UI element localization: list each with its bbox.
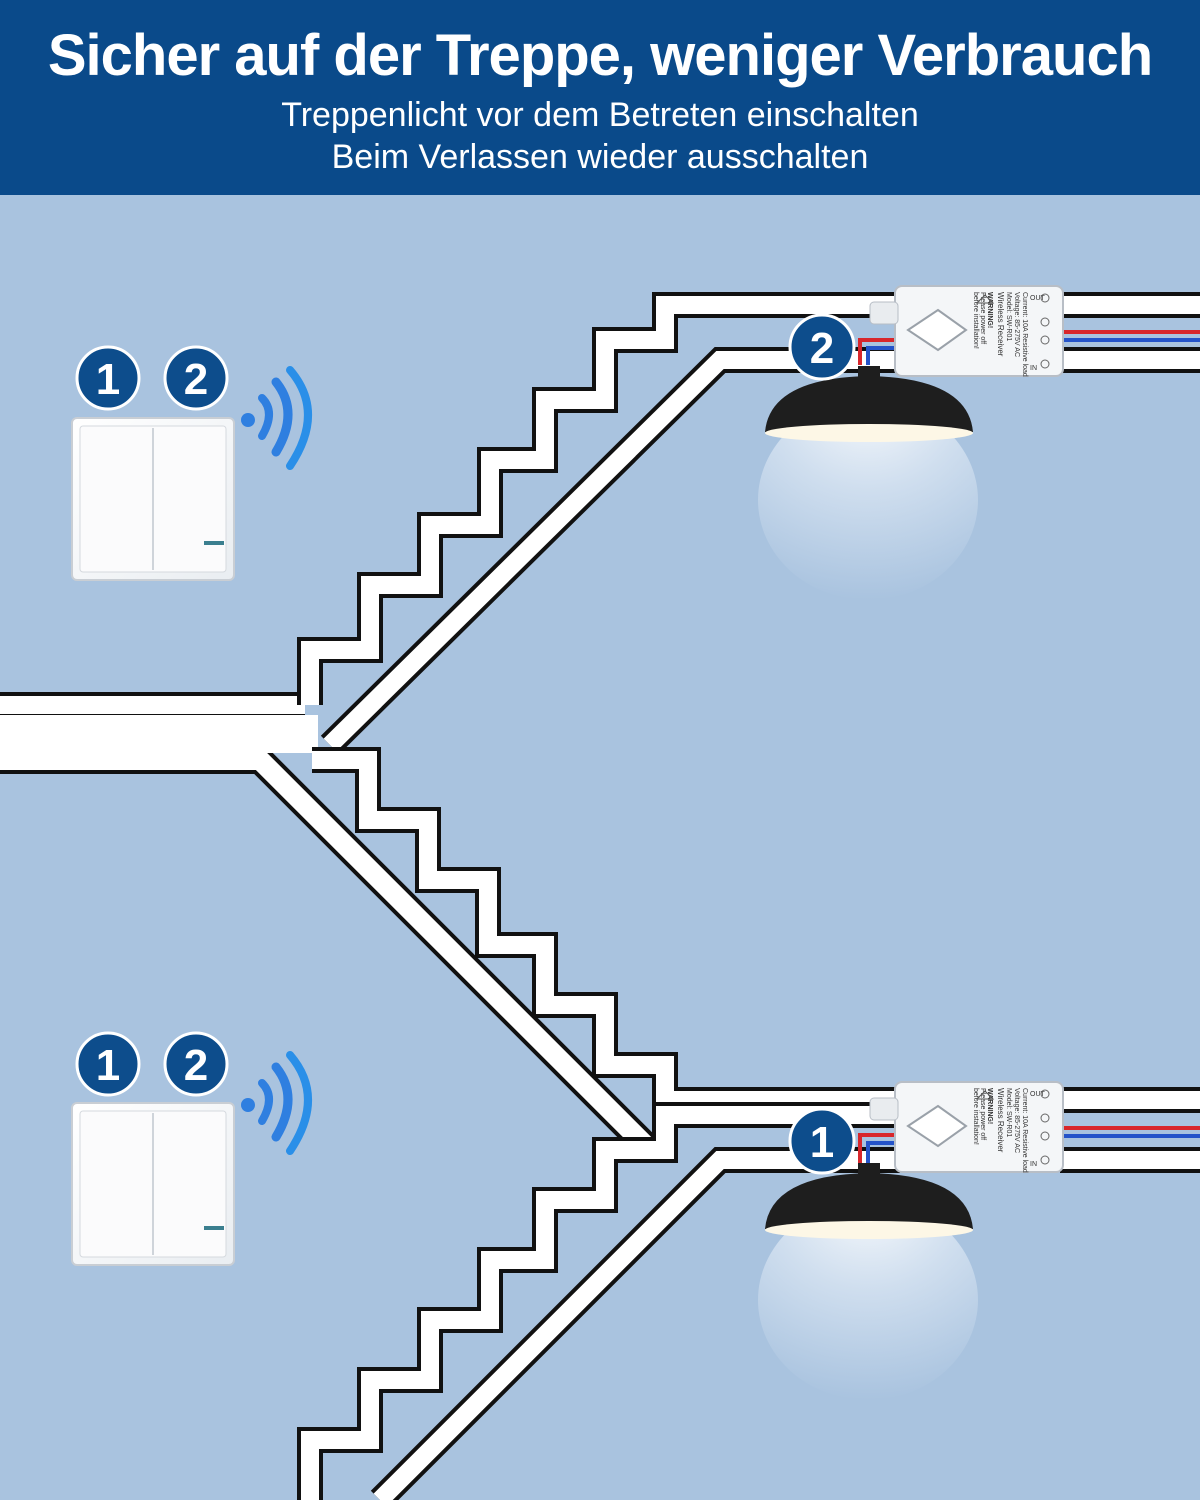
terminal-screw-icon xyxy=(1040,359,1050,369)
terminal-screw-icon xyxy=(1040,1089,1050,1099)
light-glow-upper xyxy=(758,400,978,600)
switch-badge-number: 2 xyxy=(184,1041,208,1090)
terminal-screw-icon xyxy=(1040,1131,1050,1141)
warning-triangle-icon xyxy=(975,294,995,304)
right-slab-upper xyxy=(1060,292,1200,373)
page-title: Sicher auf der Treppe, weniger Verbrauch xyxy=(47,23,1153,88)
subtitle-line-1: Treppenlicht vor dem Betreten einschalte… xyxy=(281,96,919,134)
receiver-warning: WARNING! xyxy=(986,292,993,328)
switch-badges-lower: 1 2 xyxy=(75,1031,229,1097)
pairing-button-icon xyxy=(906,308,968,352)
receiver-warning: WARNING! xyxy=(986,1088,993,1124)
receiver-out-label: OUT xyxy=(1030,1091,1046,1098)
switch-badge-number: 1 xyxy=(96,1041,120,1090)
receiver-warning-note2: before installation! xyxy=(972,1088,979,1145)
warning-triangle-icon xyxy=(975,1090,995,1100)
receiver-current: Current: 10A Resistive load xyxy=(1021,1088,1028,1173)
receiver-warning-note2: before installation! xyxy=(972,292,979,349)
lamp-badge-number: 2 xyxy=(810,324,834,373)
terminal-screw-icon xyxy=(1040,293,1050,303)
subtitle-line-2: Beim Verlassen wieder ausschalten xyxy=(331,138,869,176)
pairing-button-icon xyxy=(906,1104,968,1148)
pendant-lamp-upper xyxy=(765,366,973,442)
receiver-name: Wireless Receiver xyxy=(996,1088,1005,1153)
receiver-current: Current: 10A Resistive load xyxy=(1021,292,1028,377)
lamp-badge-number: 1 xyxy=(810,1118,834,1167)
terminal-screw-icon xyxy=(1040,335,1050,345)
wall-switch-lower xyxy=(71,1102,235,1266)
right-slab-lower xyxy=(1060,1087,1200,1173)
switch-led-icon xyxy=(204,1226,224,1230)
terminal-screw-icon xyxy=(1040,1155,1050,1165)
terminal-screw-icon xyxy=(1040,317,1050,327)
receiver-voltage: Voltage: 85-275V AC xyxy=(1013,292,1020,357)
lamp-badge-lower: 1 xyxy=(788,1107,856,1175)
receiver-out-label: OUT xyxy=(1030,295,1046,302)
switch-badge-number: 2 xyxy=(184,355,208,404)
wires-lower xyxy=(858,1126,1200,1165)
wireless-receiver-upper: WARNING! Please power off before install… xyxy=(869,285,1064,377)
pendant-lamp-lower xyxy=(765,1163,973,1239)
receiver-warning-note1: Please power off xyxy=(979,292,986,344)
wireless-receiver-lower: WARNING! Please power off before install… xyxy=(869,1081,1064,1173)
light-glow-lower xyxy=(758,1200,978,1400)
landing-slab xyxy=(0,692,660,1160)
receiver-warning-note1: Please power off xyxy=(979,1088,986,1140)
receiver-model: Model: SW-R01 xyxy=(1005,292,1012,341)
wires-upper xyxy=(858,330,1200,365)
receiver-name: Wireless Receiver xyxy=(996,292,1005,357)
lamp-badge-upper: 2 xyxy=(788,313,856,381)
switch-badges-upper: 1 2 xyxy=(75,345,229,411)
terminal-screw-icon xyxy=(1040,1113,1050,1123)
receiver-in-label: IN xyxy=(1030,365,1037,372)
switch-led-icon xyxy=(204,541,224,545)
middle-flight xyxy=(312,747,895,1113)
receiver-voltage: Voltage: 85-275V AC xyxy=(1013,1088,1020,1153)
receiver-in-label: IN xyxy=(1030,1161,1037,1168)
switch-badge-number: 1 xyxy=(96,355,120,404)
receiver-model: Model: SW-R01 xyxy=(1005,1088,1012,1137)
wireless-signal-icon xyxy=(241,366,312,470)
staircase-scene: WARNING! Please power off before install… xyxy=(0,195,1200,1500)
wireless-signal-icon xyxy=(241,1051,312,1155)
header-banner: Sicher auf der Treppe, weniger Verbrauch… xyxy=(0,0,1200,195)
wall-switch-upper xyxy=(71,417,235,581)
